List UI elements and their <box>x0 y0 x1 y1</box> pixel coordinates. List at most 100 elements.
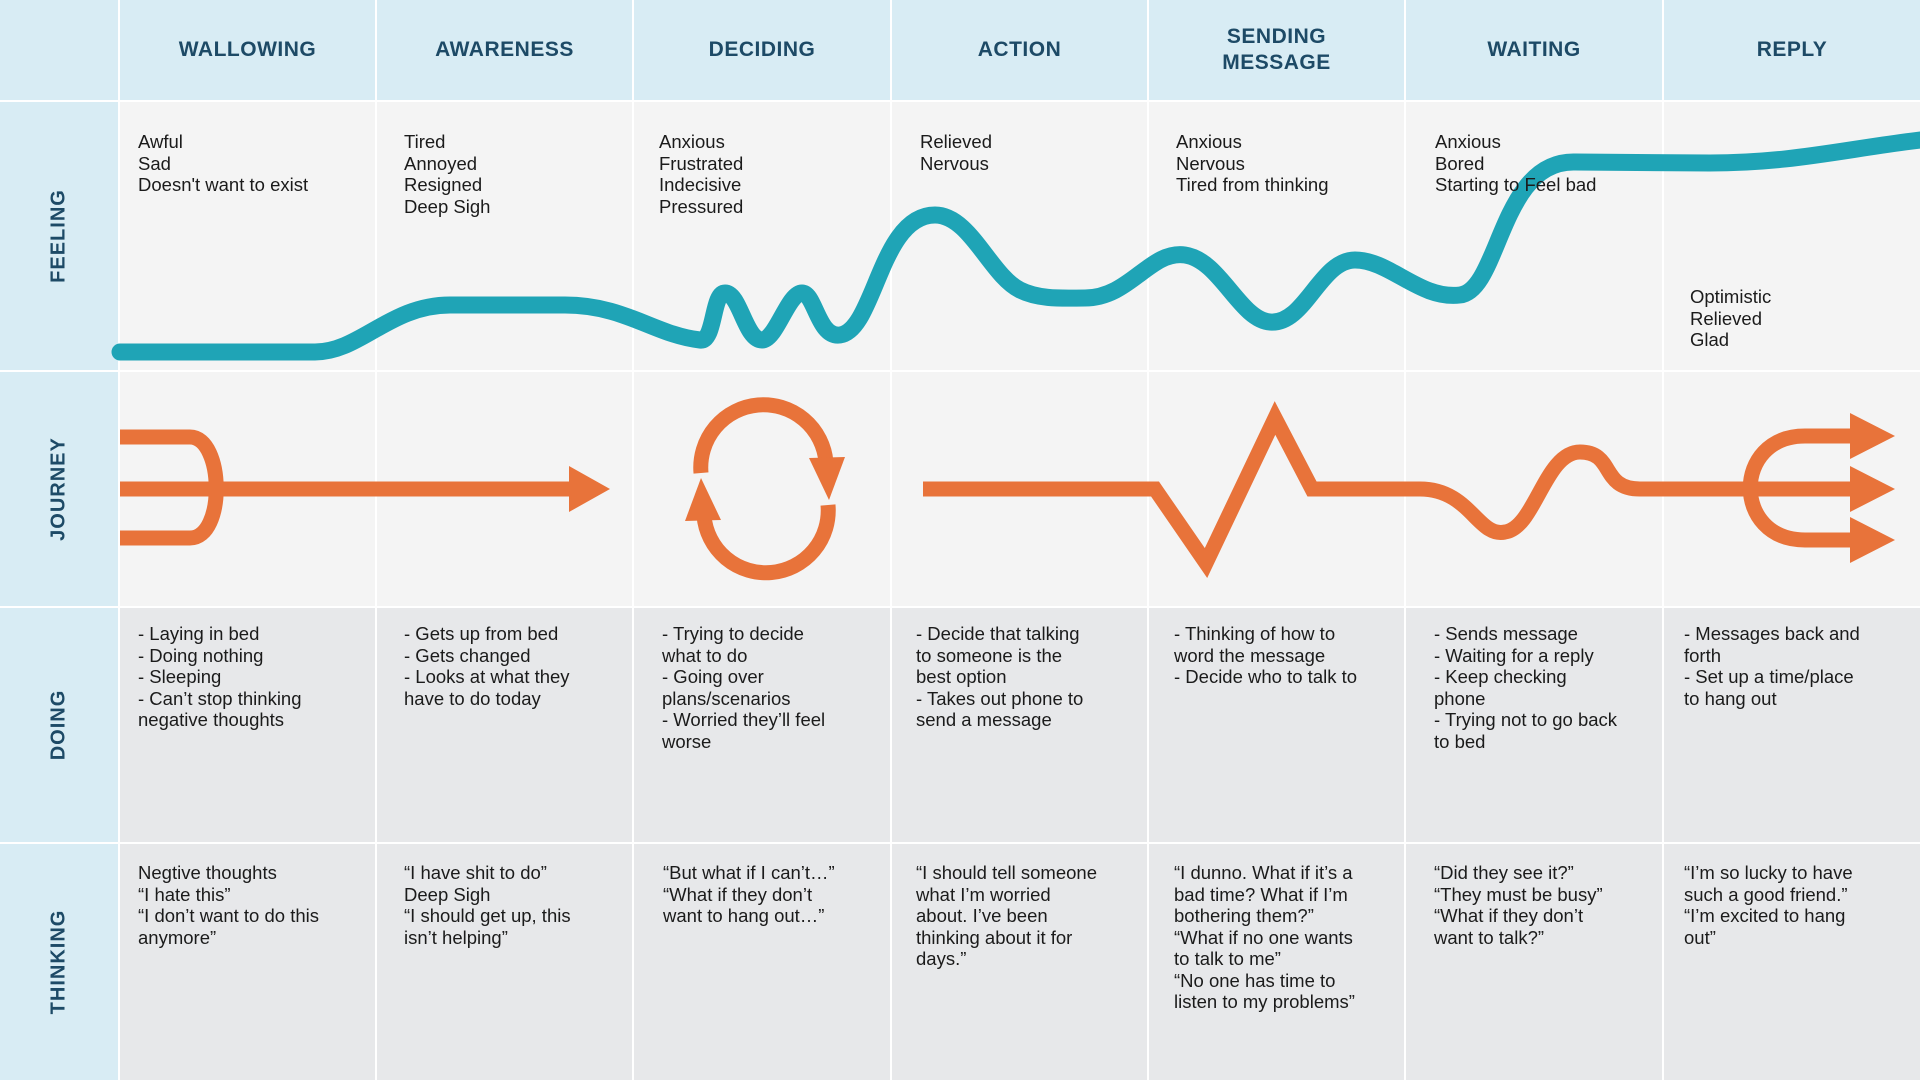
feeling-line: Anxious <box>1176 131 1242 152</box>
doing-text-action: - Decide that talking to someone is the … <box>916 623 1083 731</box>
thinking-line: thinking about it for <box>916 926 1073 948</box>
doing-line: - Waiting for a reply <box>1434 644 1594 666</box>
doing-line: - Gets up from bed <box>404 623 559 644</box>
thinking-line: “What if they don’t <box>1434 905 1584 926</box>
thinking-cell <box>892 844 1147 1080</box>
feeling-line: Relieved <box>920 131 992 152</box>
feeling-line: Bored <box>1435 152 1485 174</box>
doing-line: - Decide who to talk to <box>1174 666 1358 687</box>
thinking-line: “I have shit to do” <box>404 862 547 883</box>
doing-line: what to do <box>662 644 748 666</box>
doing-line: - Sends message <box>1434 623 1578 644</box>
journey-cell <box>892 372 1147 606</box>
doing-line: - Keep checking <box>1434 666 1567 687</box>
thinking-line: what I’m worried <box>916 883 1051 905</box>
thinking-text-sending-message: “I dunno. What if it’s a bad time? What … <box>1174 862 1355 1013</box>
thinking-text-deciding: “But what if I can’t…” “What if they don… <box>663 862 835 927</box>
thinking-line: “I’m so lucky to have <box>1684 862 1853 883</box>
thinking-line: out” <box>1684 926 1716 948</box>
journey-cell <box>1664 372 1920 606</box>
row-label-journey-text: JOURNEY <box>47 437 70 541</box>
doing-line: negative thoughts <box>138 709 285 730</box>
thinking-cell <box>1664 844 1920 1080</box>
thinking-line: “Did they see it?” <box>1434 862 1574 883</box>
doing-cell <box>892 608 1147 842</box>
thinking-line: want to talk?” <box>1434 926 1545 948</box>
thinking-line: Negtive thoughts <box>138 862 277 883</box>
doing-line: - Going over <box>662 666 764 687</box>
feeling-text-waiting: Anxious Bored Starting to Feel bad <box>1435 131 1596 196</box>
thinking-text-waiting: “Did they see it?” “They must be busy” “… <box>1434 862 1603 948</box>
feeling-text-sending-message: Anxious Nervous Tired from thinking <box>1176 131 1329 196</box>
feeling-line: Glad <box>1690 329 1730 350</box>
feeling-line: Tired from thinking <box>1176 174 1329 195</box>
thinking-line: “What if no one wants <box>1174 926 1353 948</box>
stage-header-awareness: AWARENESS <box>377 0 632 100</box>
thinking-cell <box>1149 844 1404 1080</box>
doing-cell <box>1406 608 1662 842</box>
feeling-text-deciding: Anxious Frustrated Indecisive Pressured <box>659 131 743 217</box>
row-label-feeling: FEELING <box>0 102 118 370</box>
corner-cell <box>0 0 118 100</box>
feeling-line: Optimistic <box>1690 286 1772 307</box>
feeling-text-reply: Optimistic Relieved Glad <box>1690 286 1771 351</box>
thinking-line: “I’m excited to hang <box>1684 905 1846 926</box>
doing-cell <box>1149 608 1404 842</box>
doing-line: - Doing nothing <box>138 644 264 666</box>
doing-line: - Laying in bed <box>138 623 260 644</box>
feeling-line: Anxious <box>1435 131 1501 152</box>
doing-text-waiting: - Sends message - Waiting for a reply - … <box>1434 623 1617 752</box>
doing-line: word the message <box>1174 644 1326 666</box>
feeling-line: Nervous <box>920 152 989 174</box>
thinking-line: “I hate this” <box>138 883 231 905</box>
doing-text-reply: - Messages back and forth - Set up a tim… <box>1684 623 1860 709</box>
journey-cell <box>634 372 890 606</box>
thinking-line: “What if they don’t <box>663 883 813 905</box>
thinking-line: days.” <box>916 948 967 969</box>
doing-line: - Can’t stop thinking <box>138 687 302 709</box>
thinking-line: to talk to me” <box>1174 948 1281 969</box>
journey-cell <box>1149 372 1404 606</box>
row-label-thinking-text: THINKING <box>47 909 70 1015</box>
doing-line: worse <box>662 730 712 752</box>
doing-cell <box>1664 608 1920 842</box>
feeling-line: Tired <box>404 131 446 152</box>
doing-text-awareness: - Gets up from bed - Gets changed - Look… <box>404 623 570 709</box>
doing-line: - Messages back and <box>1684 623 1860 644</box>
feeling-text-wallowing: Awful Sad Doesn't want to exist <box>138 131 308 196</box>
doing-line: - Trying not to go back <box>1434 709 1618 730</box>
thinking-cell <box>120 844 375 1080</box>
doing-line: - Thinking of how to <box>1174 623 1336 644</box>
feeling-line: Nervous <box>1176 152 1245 174</box>
doing-line: to someone is the <box>916 644 1063 666</box>
stage-header-sending-message: SENDING MESSAGE <box>1149 0 1404 100</box>
row-label-doing-text: DOING <box>47 689 70 761</box>
doing-line: - Trying to decide <box>662 623 804 644</box>
feeling-line: Relieved <box>1690 307 1762 329</box>
feeling-line: Sad <box>138 152 171 174</box>
doing-text-wallowing: - Laying in bed - Doing nothing - Sleepi… <box>138 623 302 731</box>
doing-line: - Worried they’ll feel <box>662 709 826 730</box>
row-label-feeling-text: FEELING <box>47 189 70 283</box>
feeling-line: Annoyed <box>404 152 478 174</box>
thinking-text-wallowing: Negtive thoughts “I hate this” “I don’t … <box>138 862 319 948</box>
thinking-line: “I should get up, this <box>404 905 571 926</box>
doing-cell <box>120 608 375 842</box>
feeling-line: Starting to Feel bad <box>1435 174 1597 195</box>
feeling-line: Indecisive <box>659 174 742 195</box>
doing-line: - Looks at what they <box>404 666 570 687</box>
thinking-line: “I should tell someone <box>916 862 1097 883</box>
doing-text-deciding: - Trying to decide what to do - Going ov… <box>662 623 825 752</box>
thinking-line: listen to my problems” <box>1174 991 1355 1012</box>
stage-header-action: ACTION <box>892 0 1147 100</box>
stage-header-wallowing: WALLOWING <box>120 0 375 100</box>
thinking-text-action: “I should tell someone what I’m worried … <box>916 862 1097 970</box>
doing-text-sending-message: - Thinking of how to word the message - … <box>1174 623 1357 688</box>
doing-line: to hang out <box>1684 687 1777 709</box>
feeling-text-action: Relieved Nervous <box>920 131 992 174</box>
thinking-line: anymore” <box>138 926 217 948</box>
feeling-line: Pressured <box>659 195 744 217</box>
thinking-line: bad time? What if I’m <box>1174 883 1348 905</box>
thinking-line: “No one has time to <box>1174 969 1336 991</box>
